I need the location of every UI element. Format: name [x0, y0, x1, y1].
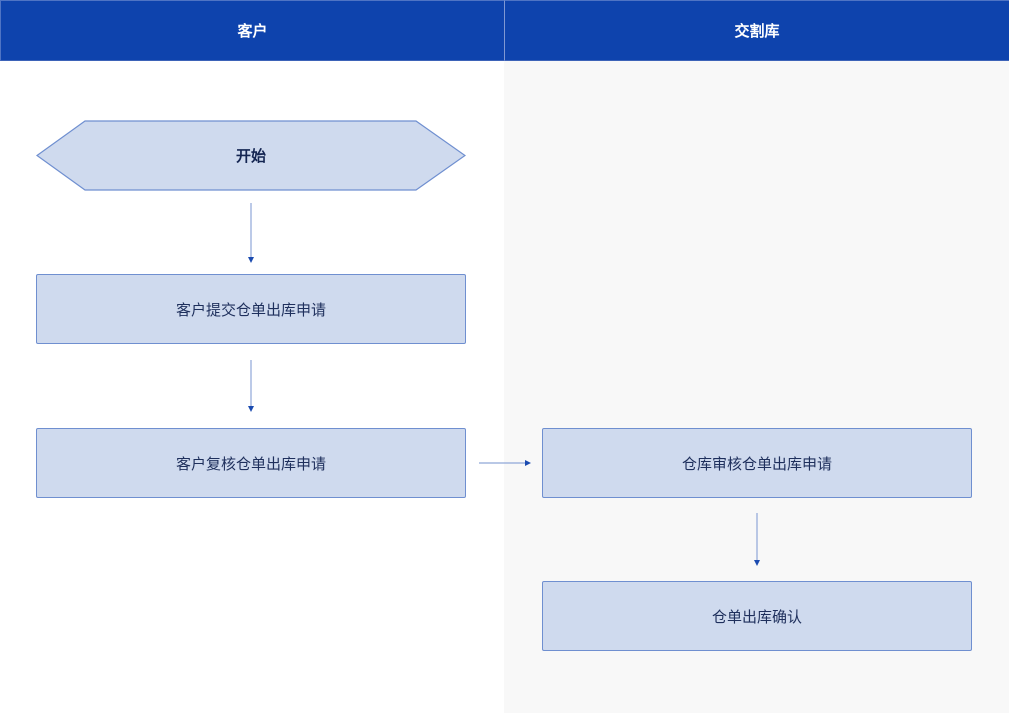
- start-node[interactable]: 开始: [36, 120, 466, 191]
- lane-header-delivery-warehouse: 交割库: [504, 0, 1009, 61]
- node-warehouse-review-request[interactable]: 仓库审核仓单出库申请: [542, 428, 972, 498]
- node-label: 客户复核仓单出库申请: [175, 454, 326, 473]
- start-hexagon-shape: [36, 120, 466, 191]
- swimlane-customer: 客户: [0, 0, 504, 713]
- node-label: 仓库审核仓单出库申请: [681, 454, 832, 473]
- lane-header-customer: 客户: [0, 0, 504, 61]
- lane-title-customer: 客户: [237, 22, 268, 40]
- start-node-label: 开始: [235, 147, 266, 165]
- node-customer-submit-request[interactable]: 客户提交仓单出库申请: [36, 274, 466, 344]
- lane-title-delivery-warehouse: 交割库: [734, 22, 780, 40]
- node-customer-review-request[interactable]: 客户复核仓单出库申请: [36, 428, 466, 498]
- node-label: 仓单出库确认: [711, 607, 802, 626]
- node-label: 客户提交仓单出库申请: [175, 300, 326, 319]
- node-warehouse-receipt-confirm[interactable]: 仓单出库确认: [542, 581, 972, 651]
